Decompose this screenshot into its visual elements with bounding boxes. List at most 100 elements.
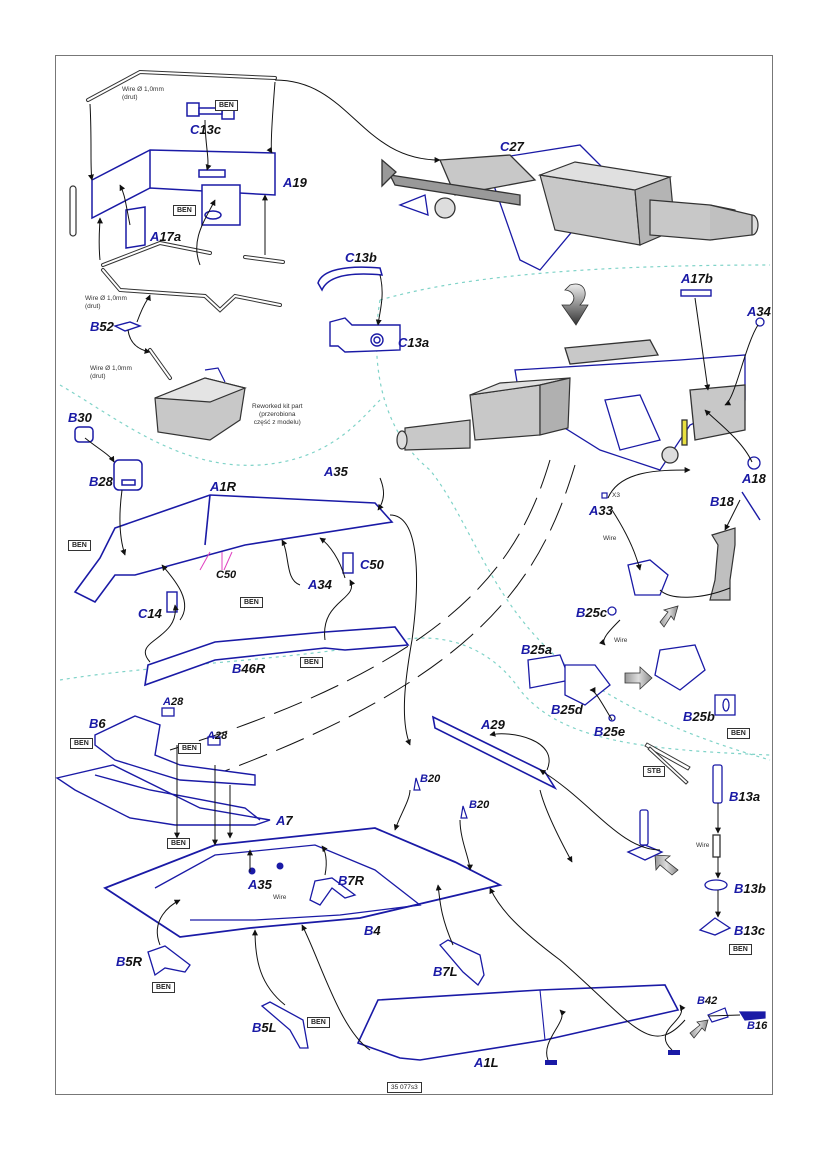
wire-rods-lower-inner xyxy=(102,241,284,379)
label-c50: C50 xyxy=(360,557,384,572)
arrow-right-icon xyxy=(624,666,653,690)
material-tag-stb: STB xyxy=(643,766,665,777)
label-b42: B42 xyxy=(697,995,718,1007)
label-b13a: B13a xyxy=(729,789,761,804)
wire-rods-lower xyxy=(101,240,285,380)
arrow-up-left-icon-2 xyxy=(654,854,679,876)
part-b25-group xyxy=(527,606,736,722)
c50-pointer-lines xyxy=(199,551,233,571)
label-b13b: B13b xyxy=(734,881,766,896)
label-a17a: A17a xyxy=(150,229,182,244)
direction-arrows xyxy=(624,605,709,1039)
label-a35-top: A35 xyxy=(324,464,348,479)
label-b25b: B25b xyxy=(683,709,715,724)
label-b30: B30 xyxy=(68,410,92,425)
label-b7r: B7R xyxy=(338,873,365,888)
label-b25c: B25c xyxy=(576,605,608,620)
part-a1l-clips xyxy=(545,1050,680,1065)
label-b4: B4 xyxy=(364,923,381,938)
label-c13b: C13b xyxy=(345,250,377,265)
label-a19: A19 xyxy=(283,175,307,190)
label-b5r: B5R xyxy=(116,954,143,969)
label-a1l: A1L xyxy=(474,1055,499,1070)
part-a29 xyxy=(431,715,558,790)
material-tag-ben: BEN xyxy=(215,100,238,111)
note-wire-3: Wire Ø 1,0mm(drut) xyxy=(90,365,132,380)
motion-lines xyxy=(169,459,576,781)
part-a28 xyxy=(161,707,221,746)
part-a1r xyxy=(73,494,394,604)
label-c13a: C13a xyxy=(398,335,430,350)
reworked-seat-box xyxy=(154,367,247,441)
zone-divider-mid-left xyxy=(59,384,381,466)
label-a28-2: A28 xyxy=(207,730,228,742)
part-b7r xyxy=(309,877,357,906)
material-tag-ben: BEN xyxy=(173,205,196,216)
part-b5l xyxy=(260,1001,309,1049)
part-a19-shield xyxy=(91,149,276,249)
label-b5l: B5L xyxy=(252,1020,277,1035)
part-a17b xyxy=(680,289,712,297)
note-wire-a33: Wire xyxy=(603,535,617,542)
material-tag-ben: BEN xyxy=(152,982,175,993)
label-b25a: B25a xyxy=(521,642,553,657)
view-rotate-arrow-icon xyxy=(561,283,589,326)
part-b42-b16 xyxy=(707,1007,766,1023)
wire-lines xyxy=(659,587,741,1017)
barrel-rear-view xyxy=(396,377,571,451)
material-tag-ben: BEN xyxy=(727,728,750,739)
material-tag-ben: BEN xyxy=(307,1017,330,1028)
part-c13b xyxy=(317,266,384,292)
zone-divider-top-right-curve xyxy=(375,299,771,761)
label-c13c: C13c xyxy=(190,122,222,137)
label-b20-1: B20 xyxy=(420,773,441,785)
part-b28 xyxy=(113,459,143,491)
label-c50-callout: C50 xyxy=(216,569,237,581)
part-b46r xyxy=(144,626,410,687)
gun-barrel-mantlet xyxy=(537,161,759,246)
label-a17b: A17b xyxy=(681,271,713,286)
label-b46r: B46R xyxy=(232,661,266,676)
page-code: 35 077s3 xyxy=(387,1082,422,1093)
label-b25d: B25d xyxy=(551,702,583,717)
gun-assembly-rear-view xyxy=(514,339,746,471)
material-tag-ben: BEN xyxy=(240,597,263,608)
label-b20-2: B20 xyxy=(469,799,490,811)
label-b18: B18 xyxy=(710,494,734,509)
sheet-border xyxy=(55,55,773,1095)
part-a7 xyxy=(55,764,271,826)
part-b52 xyxy=(113,321,143,332)
label-b25e: B25e xyxy=(594,724,626,739)
part-a35 xyxy=(248,862,284,875)
label-a29: A29 xyxy=(481,717,505,732)
side-rod-left xyxy=(69,185,77,237)
leader-lines xyxy=(84,79,759,1061)
label-b7l: B7L xyxy=(433,964,458,979)
part-c50 xyxy=(342,552,354,574)
material-tag-ben: BEN xyxy=(70,738,93,749)
part-c14 xyxy=(166,591,178,613)
part-b13-stack xyxy=(626,764,732,936)
part-b20 xyxy=(413,777,468,819)
part-b7l xyxy=(439,939,485,986)
label-a18: A18 xyxy=(742,471,766,486)
material-tag-ben: BEN xyxy=(68,540,91,551)
part-b4 xyxy=(103,827,503,938)
wire-handrail-top-inner xyxy=(87,70,276,101)
label-c27: C27 xyxy=(500,139,524,154)
label-a7: A7 xyxy=(276,813,293,828)
material-tag-ben: BEN xyxy=(300,657,323,668)
label-b28: B28 xyxy=(89,474,113,489)
part-b5r xyxy=(147,945,191,977)
note-wire-b25c: Wire xyxy=(614,637,628,644)
part-b6 xyxy=(94,715,256,786)
label-b13c: B13c xyxy=(734,923,766,938)
material-tag-ben: BEN xyxy=(729,944,752,955)
note-wire-2: Wire Ø 1,0mm(drut) xyxy=(85,295,127,310)
arrow-down-left-icon xyxy=(689,1019,709,1039)
part-b18-mount xyxy=(627,559,669,596)
part-b18-periscope xyxy=(709,491,761,601)
note-wire-a35: Wire xyxy=(273,894,287,901)
